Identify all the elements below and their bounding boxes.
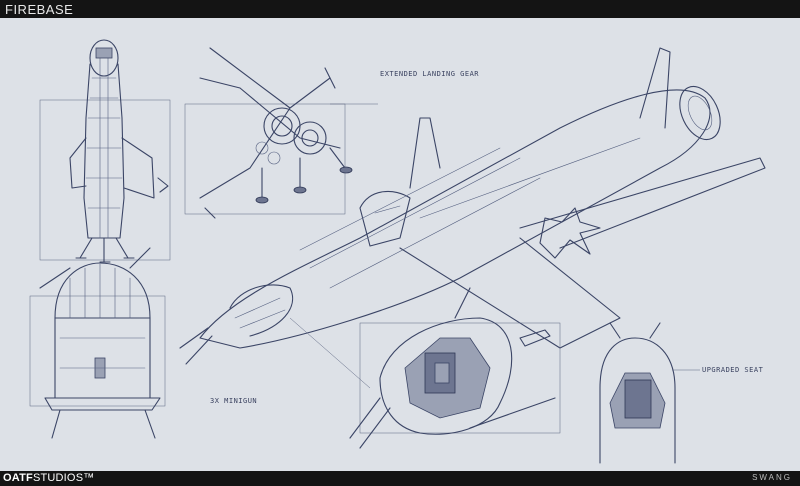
front-landing-gear-sketch: EXTENDED LANDING GEAR xyxy=(184,47,479,219)
seat-annotation: UPGRADED SEAT xyxy=(702,366,764,374)
artist-signature: SWANG xyxy=(752,473,792,482)
jet-perspective-sketch: 3X MINIGUN xyxy=(179,47,766,405)
minigun-annotation: 3X MINIGUN xyxy=(210,397,257,405)
upgraded-seat-sketch: UPGRADED SEAT xyxy=(599,322,764,464)
sketch-canvas: EXTENDED LANDING GEAR 3X MINIGUN xyxy=(0,18,800,471)
studio-logo: OATFSTUDIOS™ xyxy=(3,472,94,484)
logo-studios-text: STUDIOS™ xyxy=(32,472,95,484)
sheet-title: FIREBASE xyxy=(5,2,74,17)
cockpit-cutaway-sketch xyxy=(349,287,561,449)
logo-bold-text: OATF xyxy=(3,472,33,484)
title-bar: FIREBASE xyxy=(0,0,800,18)
capsule-front-sketch xyxy=(29,247,166,439)
footer-bar: OATFSTUDIOS™ SWANG xyxy=(0,471,800,486)
sketch-drawing: EXTENDED LANDING GEAR 3X MINIGUN xyxy=(29,39,766,464)
rocket-vertical-sketch xyxy=(39,39,171,263)
landing-gear-annotation: EXTENDED LANDING GEAR xyxy=(380,70,479,78)
